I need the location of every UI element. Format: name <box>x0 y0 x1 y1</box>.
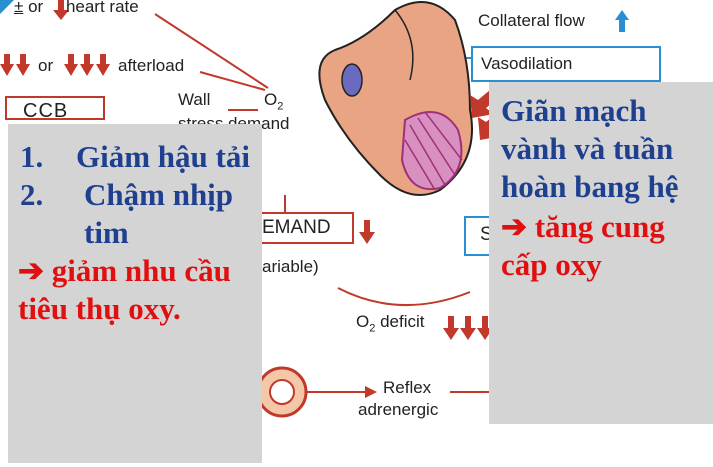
heart-illustration <box>318 1 473 196</box>
demand-label: EMAND <box>262 217 331 238</box>
reflex-arrow-head <box>365 386 377 398</box>
connector-line <box>154 13 269 89</box>
right-note-result: ➔ tăng cung cấp oxy <box>501 208 709 284</box>
afterload-label: afterload <box>118 56 185 75</box>
demand-down-arrow-icon <box>359 220 375 244</box>
heart-rate-label: ± or heart rate <box>14 0 139 17</box>
vasodilation-box: Vasodilation <box>471 46 661 82</box>
o2-label: O2 <box>264 90 284 113</box>
demand-box: EMAND <box>250 212 354 244</box>
deficit-down-arrows-icon <box>443 316 493 340</box>
collateral-flow-label: Collateral flow <box>478 11 585 30</box>
up-arrow-icon <box>615 10 629 32</box>
ccb-box: CCB <box>5 96 105 122</box>
note-item-1: 1. Giảm hậu tải <box>20 138 258 176</box>
or-text: or <box>28 0 44 16</box>
wall-label: Wall <box>178 90 211 109</box>
corner-marker <box>0 0 14 14</box>
right-note-panel: Giãn mạch vành và tuần hoàn bang hệ ➔ tă… <box>489 82 713 424</box>
curve-line <box>337 287 471 306</box>
note-result-text: giảm nhu cầu tiêu thụ oxy. <box>18 253 231 326</box>
note-result: ➔ giảm nhu cầu tiêu thụ oxy. <box>18 252 252 328</box>
heart-rate-text: heart rate <box>65 0 139 16</box>
ccb-label: CCB <box>23 100 69 122</box>
triple-down-arrow-icon <box>64 54 110 76</box>
note-item-2-text: Chậm nhịp tim <box>84 177 234 250</box>
reflex-label: Reflex <box>383 378 432 397</box>
double-down-arrow-icon <box>0 54 30 76</box>
adrenergic-label: adrenergic <box>358 400 439 419</box>
or-text: or <box>38 56 54 75</box>
note-item-2: 2. Chậm nhịp tim <box>20 176 258 252</box>
right-note-text: Giãn mạch vành và tuần hoàn bang hệ <box>501 93 679 204</box>
connector-line <box>199 71 266 91</box>
variable-label: ariable) <box>262 257 319 276</box>
right-arrow-icon: ➔ <box>18 253 44 288</box>
right-note-body: Giãn mạch vành và tuần hoàn bang hệ ➔ tă… <box>501 92 709 284</box>
o2-deficit-label: O2 deficit <box>356 312 425 335</box>
vasodilation-label: Vasodilation <box>481 54 573 73</box>
left-note-panel: 1. Giảm hậu tải 2. Chậm nhịp tim ➔ giảm … <box>8 124 262 463</box>
right-note-result-text: tăng cung cấp oxy <box>501 209 665 282</box>
left-note-list: 1. Giảm hậu tải 2. Chậm nhịp tim ➔ giảm … <box>18 138 258 328</box>
note-item-1-text: Giảm hậu tải <box>76 139 250 174</box>
plus-minus-symbol: ± <box>14 0 24 16</box>
right-arrow-icon: ➔ <box>501 209 527 244</box>
down-arrow-icon <box>53 0 69 20</box>
